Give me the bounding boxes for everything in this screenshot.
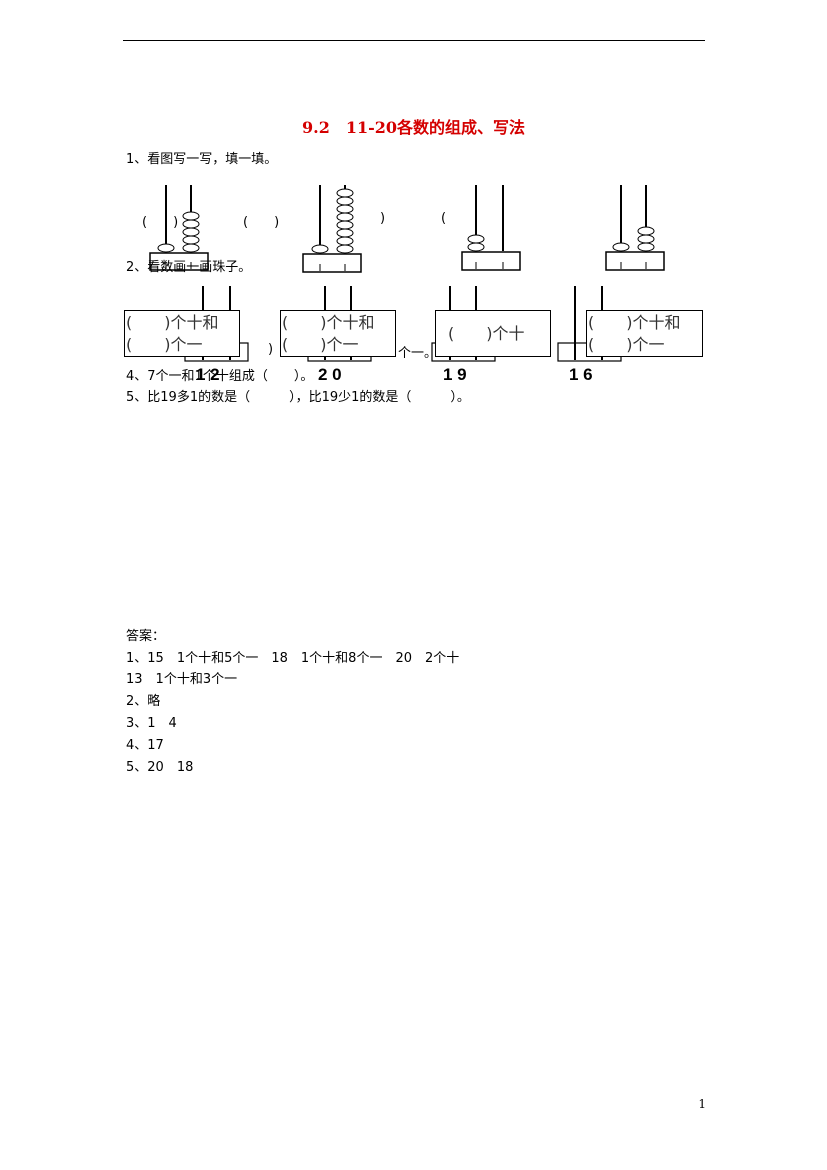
abacus-3-tens-bead bbox=[467, 242, 485, 252]
q1-blank-3: ) bbox=[380, 211, 386, 226]
abacus-2-ones-bead bbox=[336, 196, 354, 206]
abacus-3-tens-bead bbox=[467, 234, 485, 244]
answer-line-3: 2、略 bbox=[126, 694, 161, 709]
abacus-2-ones-bead bbox=[336, 204, 354, 214]
answer-box-2-line1: ( )个十和 bbox=[282, 313, 375, 332]
answer-line-4: 3、1 4 bbox=[126, 716, 177, 731]
q1-blank-1: ( ) bbox=[142, 215, 179, 230]
answer-box-2-line2: ( )个一 bbox=[282, 335, 359, 354]
abacus-1-tens-bead bbox=[157, 243, 175, 253]
q1-blank-4: ( bbox=[441, 211, 447, 226]
q3-fragment-2: 个一。 bbox=[398, 346, 438, 361]
answer-line-2: 13 1个十和3个一 bbox=[126, 672, 238, 687]
answer-line-1: 1、15 1个十和5个一 18 1个十和8个一 20 2个十 bbox=[126, 651, 460, 666]
abacus-2-ones-bead bbox=[336, 236, 354, 246]
abacus-2-ones-bead bbox=[336, 244, 354, 254]
abacus-2-ones-bead bbox=[336, 188, 354, 198]
q2-number-3: 1 9 bbox=[443, 365, 467, 384]
q3-fragment-1: ) bbox=[268, 342, 274, 357]
page-title: 9.2 11-20各数的组成、写法 bbox=[301, 118, 525, 137]
answers-heading: 答案： bbox=[126, 629, 166, 644]
abacus-4-tens-bead bbox=[612, 242, 630, 252]
header-rule bbox=[123, 40, 705, 41]
answer-box-1-line2: ( )个一 bbox=[126, 335, 203, 354]
abacus-4-ones-bead bbox=[637, 234, 655, 244]
answer-box-1-line1: ( )个十和 bbox=[126, 313, 219, 332]
answer-box-2: ( )个十和 ( )个一 bbox=[280, 310, 396, 357]
page-number: 1 bbox=[698, 1097, 706, 1111]
q2-heading: 2、看数画一画珠子。 bbox=[126, 260, 252, 275]
answer-line-6: 5、20 18 bbox=[126, 760, 194, 775]
answer-box-4-line1: ( )个十和 bbox=[588, 313, 681, 332]
answer-box-4: ( )个十和 ( )个一 bbox=[586, 310, 703, 357]
abacus-4-ones-bead bbox=[637, 226, 655, 236]
q2-number-2: 2 0 bbox=[318, 365, 342, 384]
abacus-2-ones-bead bbox=[336, 212, 354, 222]
q2-number-1: 1 2 bbox=[196, 365, 220, 384]
abacus-1-ones-bead bbox=[182, 243, 200, 253]
abacus-4-ones-bead bbox=[637, 242, 655, 252]
q1-heading: 1、看图写一写，填一填。 bbox=[126, 152, 278, 167]
q1-blank-2: ( ) bbox=[243, 215, 280, 230]
q2-number-4: 1 6 bbox=[569, 365, 593, 384]
q5-text: 5、比19多1的数是（ ），比19少1的数是（ ）。 bbox=[126, 390, 470, 405]
abacus-1-ones-bead bbox=[182, 235, 200, 245]
answer-line-5: 4、17 bbox=[126, 738, 164, 753]
answer-box-3: ( )个十 bbox=[435, 310, 551, 357]
abacus-2-tens-bead bbox=[311, 244, 329, 254]
q4-text: 4、7个一和1个十组成（ ）。 bbox=[126, 369, 314, 384]
abacus-2-ones-bead bbox=[336, 220, 354, 230]
abacus-2-ones-bead bbox=[336, 228, 354, 238]
abacus-1-ones-bead bbox=[182, 219, 200, 229]
answer-box-1: ( )个十和 ( )个一 bbox=[124, 310, 240, 357]
answer-box-3-line1: ( )个十 bbox=[448, 324, 525, 343]
abacus-1-ones-bead bbox=[182, 227, 200, 237]
abacus-1-ones-bead bbox=[182, 211, 200, 221]
answer-box-4-line2: ( )个一 bbox=[588, 335, 665, 354]
